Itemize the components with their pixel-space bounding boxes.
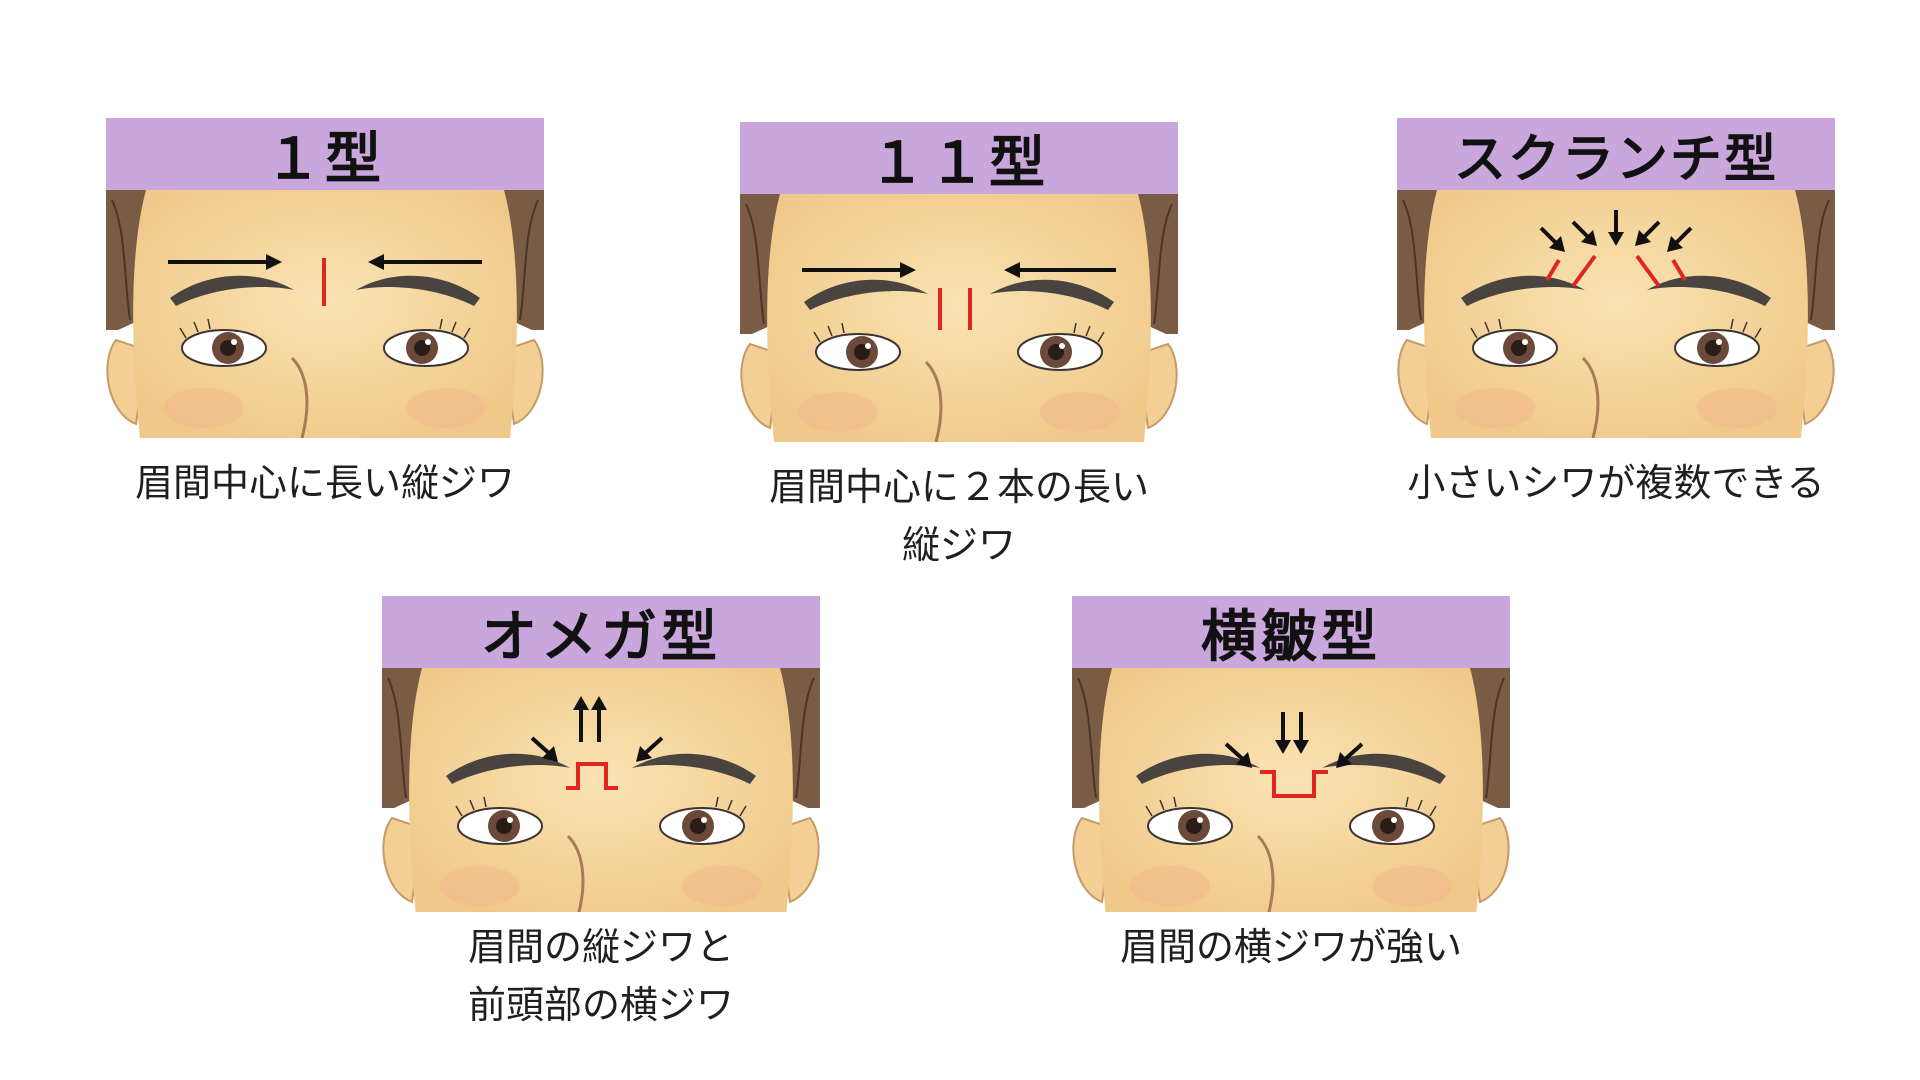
face-drawing bbox=[1072, 668, 1510, 912]
arrow-down-left-icon bbox=[1635, 220, 1661, 246]
arrow-left-icon bbox=[368, 254, 482, 270]
panel-title: オメガ型 bbox=[382, 596, 820, 670]
caption-line: 縦ジワ bbox=[901, 523, 1016, 567]
arrow-down-left-icon bbox=[1667, 226, 1693, 252]
caption-line: 眉間の縦ジワと bbox=[467, 925, 734, 969]
arrow-left-icon bbox=[1004, 262, 1116, 278]
face-illustration bbox=[740, 194, 1178, 442]
caption-line: 眉間の横ジワが強い bbox=[1119, 925, 1462, 969]
arrow-down-right-icon bbox=[530, 736, 558, 762]
face-drawing bbox=[382, 668, 820, 912]
arrow-down-icon bbox=[1275, 712, 1291, 754]
face-drawing bbox=[106, 190, 544, 438]
caption-line: 眉間中心に２本の長い bbox=[768, 465, 1149, 509]
scrunch-wrinkle-lines bbox=[1545, 254, 1687, 288]
arrow-down-left-icon bbox=[1336, 742, 1364, 768]
face-drawing bbox=[740, 194, 1178, 442]
arrow-down-right-icon bbox=[1224, 742, 1252, 768]
arrow-right-icon bbox=[802, 262, 916, 278]
caption-line: 小さいシワが複数できる bbox=[1407, 461, 1825, 505]
arrow-up-icon bbox=[573, 696, 589, 742]
panel-title: スクランチ型 bbox=[1397, 118, 1835, 190]
horizontal-wrinkle-line bbox=[1260, 770, 1328, 798]
caption-line: 前頭部の横ジワ bbox=[467, 983, 734, 1027]
caption-line: 眉間中心に長い縦ジワ bbox=[134, 461, 515, 505]
omega-wrinkle-line bbox=[566, 762, 618, 790]
arrow-up-icon bbox=[591, 696, 607, 742]
arrow-down-icon bbox=[1293, 712, 1309, 754]
face-illustration bbox=[1397, 190, 1835, 438]
arrow-down-right-icon bbox=[1539, 226, 1565, 252]
panel-caption: 眉間中心に長い縦ジワ bbox=[46, 454, 604, 512]
arrow-right-icon bbox=[168, 254, 282, 270]
panel-caption: 眉間の横ジワが強い bbox=[1012, 918, 1570, 976]
arrow-down-right-icon bbox=[1571, 220, 1597, 246]
panel-caption: 小さいシワが複数できる bbox=[1337, 454, 1895, 512]
face-drawing bbox=[1397, 190, 1835, 438]
face-illustration bbox=[382, 668, 820, 912]
panel-caption: 眉間の縦ジワと 前頭部の横ジワ bbox=[322, 918, 880, 1034]
panel-title: １型 bbox=[106, 118, 544, 192]
face-illustration bbox=[106, 190, 544, 438]
face-illustration bbox=[1072, 668, 1510, 912]
panel-caption: 眉間中心に２本の長い 縦ジワ bbox=[680, 458, 1238, 574]
panel-title: １１型 bbox=[740, 122, 1178, 196]
arrow-down-left-icon bbox=[636, 736, 664, 762]
arrow-down-icon bbox=[1608, 210, 1624, 246]
panel-title: 横皺型 bbox=[1072, 596, 1510, 670]
